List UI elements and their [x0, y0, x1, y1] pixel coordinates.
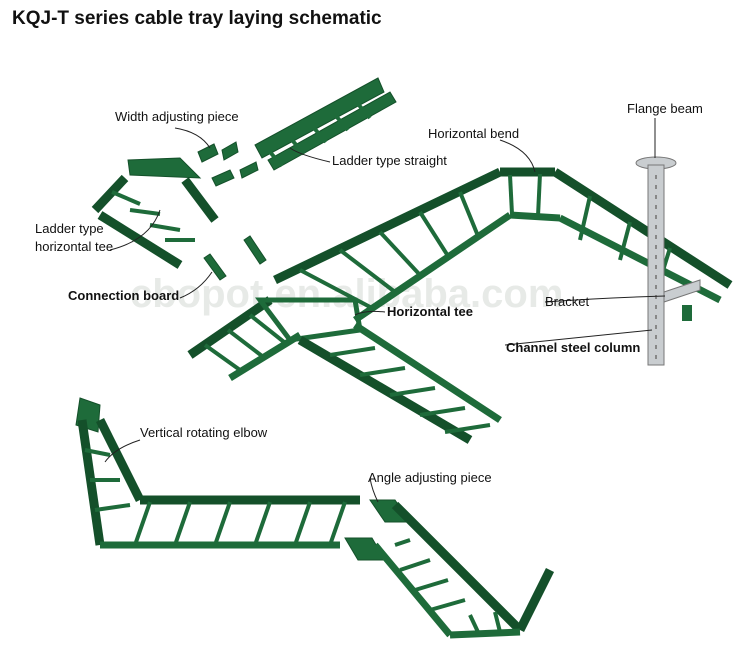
- ladder-straight: [254, 77, 397, 171]
- label-vertical-rotating-elbow: Vertical rotating elbow: [140, 425, 268, 440]
- horizontal-tray-main: [187, 167, 733, 444]
- connection-board: [203, 235, 267, 281]
- page-title: KQJ-T series cable tray laying schematic: [12, 8, 382, 29]
- leader-vertical-elbow: [104, 439, 141, 463]
- label-horizontal-tee: Horizontal tee: [387, 304, 473, 319]
- leader-horizontal-tee: [354, 310, 386, 316]
- vertical-rotating-elbow: [75, 397, 360, 549]
- leader-channel-steel: [504, 329, 653, 346]
- channel-steel-column: [635, 156, 701, 366]
- label-flange-beam: Flange beam: [627, 101, 703, 116]
- leader-width-adjusting: [174, 127, 211, 149]
- leader-ladder-straight: [289, 147, 331, 163]
- label-connection-board: Connection board: [68, 288, 179, 303]
- label-ladder-type-straight: Ladder type straight: [332, 153, 447, 168]
- label-ladder-type-horizontal-tee-line2: horizontal tee: [35, 239, 113, 254]
- label-channel-steel-column: Channel steel column: [506, 340, 640, 355]
- label-angle-adjusting-piece: Angle adjusting piece: [368, 470, 492, 485]
- leader-angle-adjusting: [369, 477, 379, 503]
- ladder-horizontal-tee: [91, 157, 219, 269]
- leader-connection-board: [179, 271, 213, 299]
- label-ladder-type-horizontal-tee-line1: Ladder type: [35, 221, 104, 236]
- leader-horizontal-tee-ladder: [109, 209, 161, 251]
- lower-right-tray: [372, 501, 555, 639]
- label-width-adjusting-piece: Width adjusting piece: [115, 109, 239, 124]
- label-horizontal-bend: Horizontal bend: [428, 126, 519, 141]
- leader-bracket: [544, 295, 666, 303]
- leader-horizontal-bend: [499, 139, 536, 173]
- label-bracket: Bracket: [545, 294, 589, 309]
- width-adjusting-piece: [197, 141, 259, 187]
